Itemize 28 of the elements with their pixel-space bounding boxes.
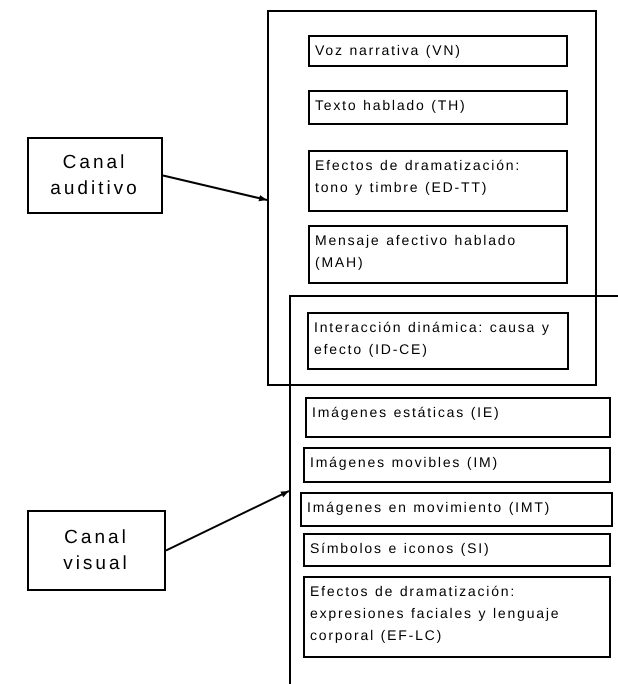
arrow — [166, 490, 290, 552]
channel-label: Canal auditivo — [49, 150, 141, 200]
element-label: Efectos de dramatización: tono y timbre (ED-TT) — [314, 156, 522, 197]
element-label: Voz narrativa (VN) — [314, 41, 463, 60]
element-label: Texto hablado (TH) — [314, 96, 468, 115]
element-box — [305, 397, 611, 438]
group-box — [267, 10, 597, 386]
element-label: Interacción dinámica: causa y efecto (ID-CE) — [313, 318, 552, 359]
channel-label: Canal visual — [62, 526, 131, 576]
element-label: Imágenes movibles (IM) — [309, 453, 500, 472]
element-box — [300, 492, 613, 527]
element-box — [303, 533, 611, 567]
channel-box — [27, 510, 166, 591]
element-label: Imágenes en movimiento (IMT) — [306, 498, 552, 517]
element-box — [308, 35, 568, 67]
element-box — [308, 150, 568, 212]
element-label: Efectos de dramatización: expresiones faciales y lenguaje corporal (EF-LC) — [309, 582, 562, 645]
element-box — [308, 225, 568, 284]
element-label: Imágenes estáticas (IE) — [311, 403, 502, 422]
arrow — [162, 174, 268, 202]
element-box — [308, 90, 568, 125]
element-box — [303, 576, 611, 658]
channel-box — [27, 137, 163, 214]
element-label: Símbolos e iconos (SI) — [309, 539, 492, 558]
element-box — [307, 312, 569, 370]
element-box — [303, 447, 611, 483]
element-label: Mensaje afectivo hablado (MAH) — [314, 231, 518, 272]
open-group-bracket — [289, 295, 618, 684]
